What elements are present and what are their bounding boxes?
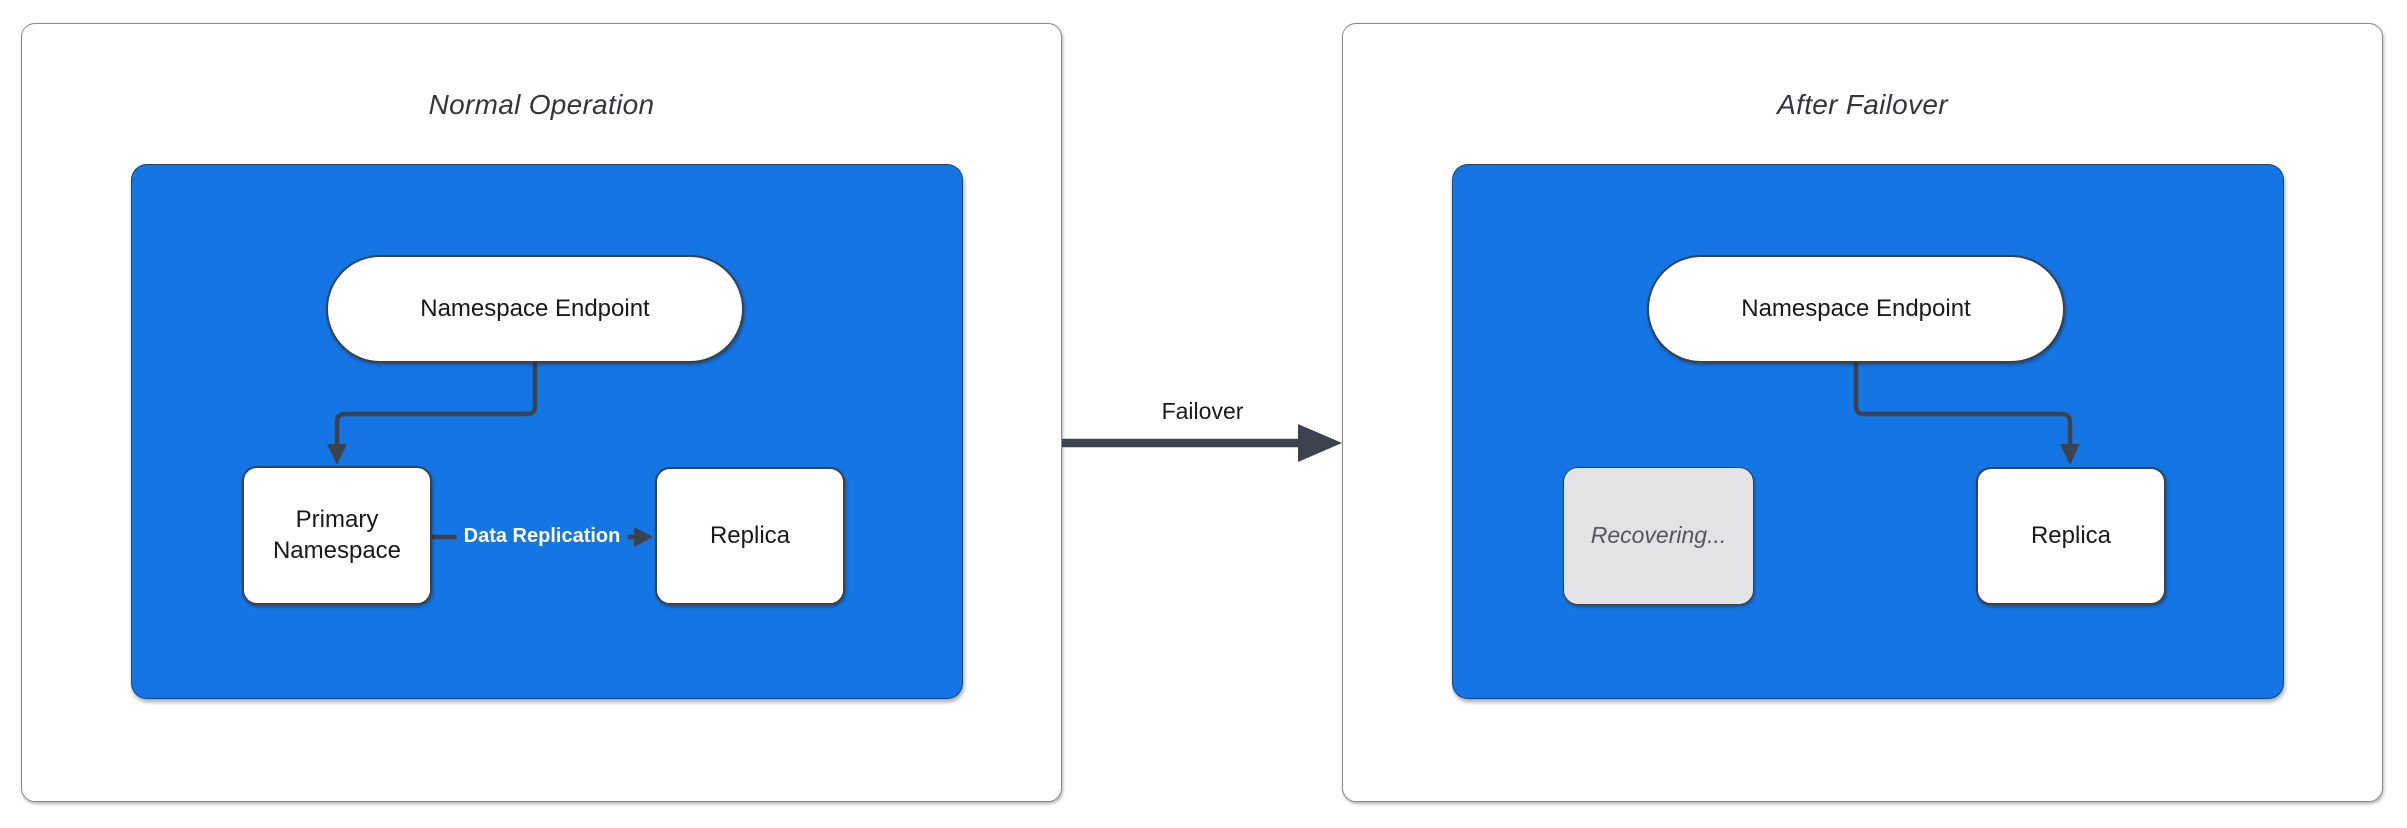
failover-transition: Failover: [1062, 398, 1343, 470]
panel-after-failover: After Failover Namespace Endpoint Recove…: [1342, 23, 2383, 802]
node-label: Namespace Endpoint: [1741, 294, 1971, 322]
node-label: Recovering...: [1590, 522, 1727, 549]
namespace-group-box: [131, 164, 963, 699]
node-label: Replica: [2030, 521, 2112, 549]
failover-label: Failover: [1161, 398, 1244, 424]
panel-title-after-failover: After Failover: [1777, 89, 1948, 120]
node-label: Replica: [709, 521, 791, 549]
failover-arrow: [1062, 424, 1342, 462]
arrowhead-right-icon: [1298, 424, 1342, 462]
node-label: Primary Namespace: [272, 505, 402, 564]
node-namespace-endpoint: Namespace Endpoint: [1647, 255, 2065, 363]
node-label: Namespace Endpoint: [420, 294, 650, 322]
namespace-group-box: [1452, 164, 2284, 699]
panel-title-normal-operation: Normal Operation: [428, 89, 655, 120]
node-namespace-endpoint: Namespace Endpoint: [326, 255, 744, 363]
panel-normal-operation: Normal Operation Namespace Endpoint Prim…: [21, 23, 1062, 802]
node-primary-namespace: Primary Namespace: [242, 466, 432, 605]
node-recovering: Recovering...: [1563, 467, 1754, 605]
node-replica: Replica: [655, 467, 845, 605]
edge-label-data-replication: Data Replication: [456, 524, 628, 549]
node-replica: Replica: [1976, 467, 2166, 605]
